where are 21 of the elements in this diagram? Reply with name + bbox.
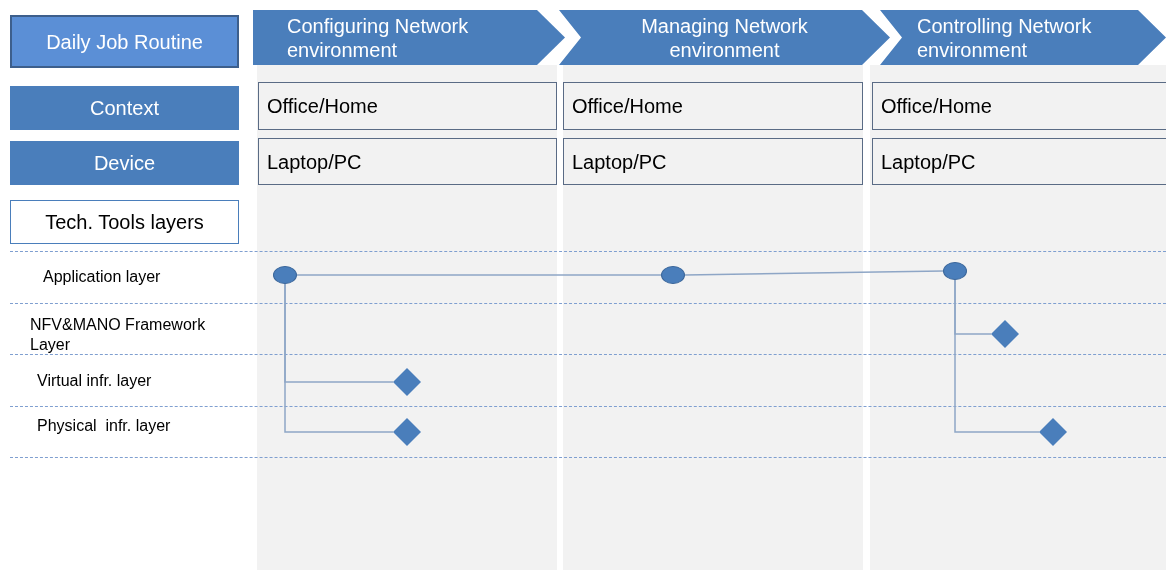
table-cell: Office/Home <box>258 82 557 130</box>
row-header: Tech. Tools layers <box>10 200 239 244</box>
connector-line <box>284 283 394 433</box>
layer-label: NFV&MANO Framework Layer <box>30 315 207 355</box>
layer-label: Virtual infr. layer <box>37 371 153 391</box>
row-header: Context <box>10 86 239 130</box>
connector-line <box>296 274 662 276</box>
header-box: Daily Job Routine <box>10 15 239 68</box>
chevron-step: Controlling Network environment <box>880 10 1166 65</box>
table-cell: Laptop/PC <box>872 138 1166 185</box>
row-header: Device <box>10 141 239 185</box>
chevron-step: Configuring Network environment <box>253 10 565 65</box>
table-cell: Laptop/PC <box>563 138 863 185</box>
connector-line <box>954 279 1040 433</box>
table-cell: Laptop/PC <box>258 138 557 185</box>
chevron-step: Managing Network environment <box>559 10 890 65</box>
connector-line <box>684 270 944 276</box>
layer-label: Physical infr. layer <box>37 416 172 436</box>
layer-label: Application layer <box>43 267 162 287</box>
table-cell: Office/Home <box>563 82 863 130</box>
table-cell: Office/Home <box>872 82 1166 130</box>
